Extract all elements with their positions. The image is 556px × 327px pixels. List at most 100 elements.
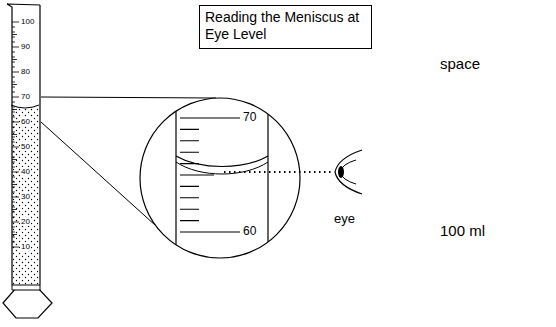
meniscus-small xyxy=(11,105,39,108)
note-text: space xyxy=(440,55,480,72)
scale-tick xyxy=(12,212,15,213)
scale-tick xyxy=(12,157,15,158)
scale-number: 70 xyxy=(243,111,256,125)
scale-number: 90 xyxy=(20,42,31,51)
cylinder-foot xyxy=(12,285,40,290)
scale-tick xyxy=(12,209,17,210)
scale-tick xyxy=(12,207,15,208)
scale-tick xyxy=(12,102,15,103)
scale-tick xyxy=(180,152,199,153)
scale-tick xyxy=(180,174,214,175)
magnifier-circle xyxy=(140,98,300,258)
scale-tick xyxy=(12,32,15,33)
scale-tick xyxy=(12,34,17,35)
scale-tick xyxy=(12,67,15,68)
scale-tick xyxy=(12,152,15,153)
scale-tick xyxy=(12,172,19,173)
scale-tick xyxy=(180,186,199,187)
scale-tick xyxy=(12,127,15,128)
scale-number: 50 xyxy=(20,142,31,151)
scale-tick xyxy=(12,87,15,88)
scale-number: 40 xyxy=(20,167,31,176)
scale-tick xyxy=(12,184,17,185)
scale-tick xyxy=(12,112,15,113)
scale-number: 20 xyxy=(20,217,31,226)
scale-tick xyxy=(180,220,199,221)
scale-tick xyxy=(12,92,15,93)
scale-tick xyxy=(12,242,15,243)
scale-tick xyxy=(12,62,15,63)
liquid xyxy=(11,105,39,285)
scale-tick xyxy=(12,159,17,160)
cylinder-wall xyxy=(7,4,40,285)
scale-tick xyxy=(12,187,15,188)
scale-tick xyxy=(12,232,15,233)
scale-tick xyxy=(12,72,19,73)
scale-ticks xyxy=(12,22,19,247)
scale-tick xyxy=(12,147,19,148)
scale-tick xyxy=(12,202,15,203)
meniscus-curve xyxy=(176,156,268,167)
cylinder-wall xyxy=(175,90,176,270)
scale-tick xyxy=(12,42,15,43)
scale-tick xyxy=(12,132,15,133)
scale-tick xyxy=(12,167,15,168)
title-box: Reading the Meniscus at Eye Level xyxy=(199,5,372,49)
eye-label: eye xyxy=(334,212,355,227)
scale-tick xyxy=(12,109,17,110)
scale-tick xyxy=(180,197,199,198)
scale-ticks xyxy=(180,118,240,232)
scale-tick xyxy=(12,84,17,85)
eye-pupil xyxy=(338,166,344,178)
scale-tick xyxy=(12,177,15,178)
scale-tick xyxy=(12,77,15,78)
scale-tick xyxy=(12,27,15,28)
scale-tick xyxy=(12,192,15,193)
scale-number: 30 xyxy=(20,192,31,201)
scale-tick xyxy=(12,162,15,163)
eye-symbol xyxy=(335,150,362,194)
scale-tick xyxy=(180,129,199,130)
scale-tick xyxy=(12,182,15,183)
scale-tick xyxy=(180,231,240,232)
note-text: 100 ml xyxy=(440,222,485,239)
scale-number: 100 xyxy=(20,17,35,26)
scale-tick xyxy=(12,237,15,238)
scale-tick xyxy=(12,222,19,223)
callout-line xyxy=(41,97,216,98)
scale-tick xyxy=(12,57,15,58)
scale-tick xyxy=(12,107,15,108)
cylinder-wall xyxy=(267,90,268,270)
scale-tick xyxy=(12,52,15,53)
callout-line xyxy=(41,122,155,225)
scale-tick xyxy=(180,209,199,210)
scale-tick xyxy=(12,117,15,118)
scale-tick xyxy=(12,134,17,135)
scale-tick xyxy=(12,122,19,123)
scale-tick xyxy=(12,59,17,60)
scale-tick xyxy=(12,47,19,48)
title-text: Reading the Meniscus at Eye Level xyxy=(205,9,365,43)
scale-number: 80 xyxy=(20,67,31,76)
scale-tick xyxy=(12,97,19,98)
sight-line xyxy=(224,171,332,173)
scale-tick xyxy=(12,197,19,198)
scale-number: 60 xyxy=(243,225,256,239)
scale-tick xyxy=(180,117,240,118)
scale-tick xyxy=(12,82,15,83)
scale-tick xyxy=(12,137,15,138)
scale-tick xyxy=(12,22,19,23)
scale-number: 70 xyxy=(20,92,31,101)
scale-tick xyxy=(12,227,15,228)
scale-number: 10 xyxy=(20,242,31,251)
scale-tick xyxy=(12,217,15,218)
scale-tick xyxy=(12,234,17,235)
scale-tick xyxy=(12,142,15,143)
magnified-view xyxy=(176,90,268,270)
scale-tick xyxy=(12,247,19,248)
scale-number: 60 xyxy=(20,117,31,126)
scale-tick xyxy=(180,140,199,141)
scale-tick xyxy=(12,37,15,38)
